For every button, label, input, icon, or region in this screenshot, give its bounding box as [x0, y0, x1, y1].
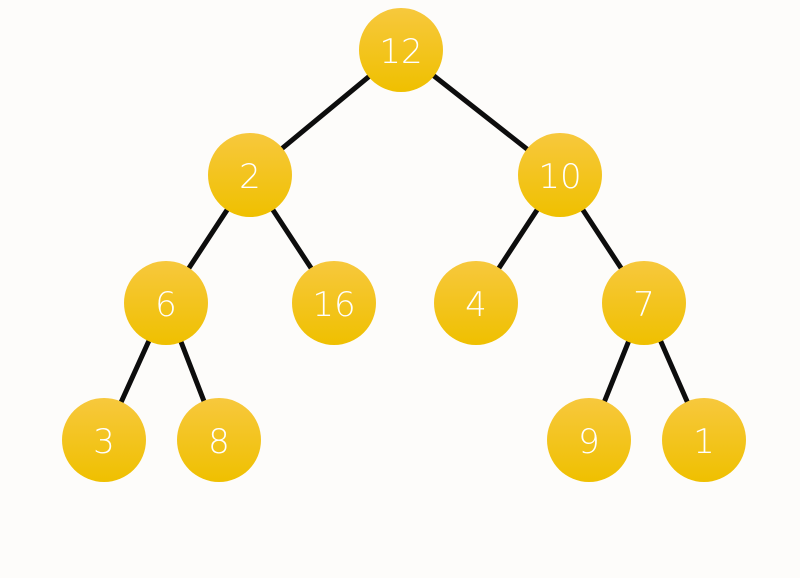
- node-label: 8: [208, 422, 230, 462]
- node-circle: [177, 398, 261, 482]
- tree-node-12: 12: [359, 8, 443, 92]
- node-circle: [602, 261, 686, 345]
- node-circle: [208, 133, 292, 217]
- node-label: 12: [379, 32, 422, 72]
- node-layer: 12 2 10 6 16 4 7 3 8 9 1: [62, 8, 746, 482]
- tree-node-10: 10: [518, 133, 602, 217]
- node-circle: [292, 261, 376, 345]
- tree-node-4: 4: [434, 261, 518, 345]
- node-circle: [547, 398, 631, 482]
- node-label: 1: [693, 422, 715, 462]
- node-label: 6: [155, 285, 177, 325]
- tree-node-16: 16: [292, 261, 376, 345]
- tree-node-9: 9: [547, 398, 631, 482]
- node-circle: [359, 8, 443, 92]
- node-label: 3: [93, 422, 115, 462]
- tree-node-1: 1: [662, 398, 746, 482]
- node-label: 7: [633, 285, 655, 325]
- tree-node-2: 2: [208, 133, 292, 217]
- node-label: 2: [239, 157, 261, 197]
- tree-node-3: 3: [62, 398, 146, 482]
- node-circle: [124, 261, 208, 345]
- edge-layer: [101, 47, 707, 443]
- node-circle: [434, 261, 518, 345]
- node-circle: [518, 133, 602, 217]
- node-circle: [62, 398, 146, 482]
- tree-node-8: 8: [177, 398, 261, 482]
- node-label: 9: [578, 422, 600, 462]
- tree-node-6: 6: [124, 261, 208, 345]
- node-label: 16: [312, 285, 355, 325]
- node-label: 10: [538, 157, 581, 197]
- node-label: 4: [465, 285, 487, 325]
- tree-node-7: 7: [602, 261, 686, 345]
- node-circle: [662, 398, 746, 482]
